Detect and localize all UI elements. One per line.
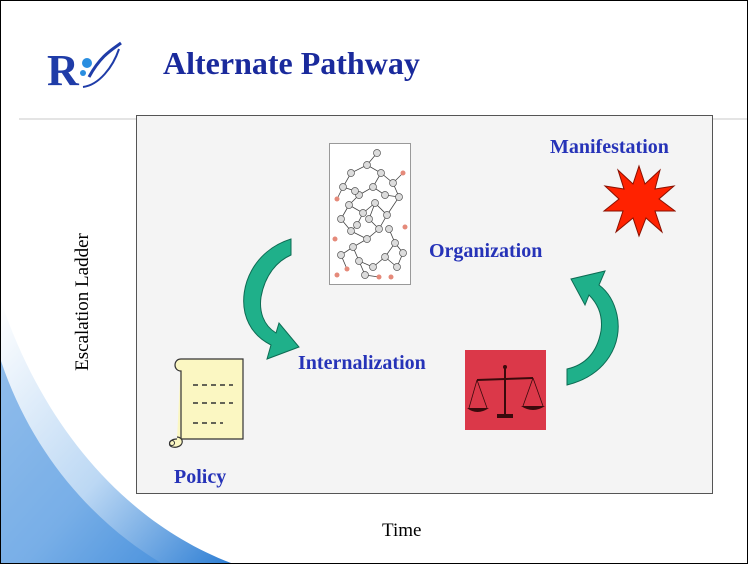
stage-label-organization: Organization — [429, 240, 543, 262]
rid-logo: R — [47, 41, 122, 95]
stage-label-policy: Policy — [174, 466, 227, 488]
explosion-star-icon — [602, 164, 676, 238]
slide-title: Alternate Pathway — [163, 45, 420, 81]
scales-of-justice-icon — [465, 350, 546, 430]
network-graph-icon — [329, 143, 411, 285]
scroll-icon — [168, 358, 244, 448]
svg-text:R: R — [47, 46, 80, 95]
y-axis-label: Escalation Ladder — [72, 233, 93, 371]
stage-label-internalization: Internalization — [298, 352, 426, 374]
x-axis-label: Time — [382, 520, 422, 541]
curved-arrow-icon — [243, 238, 300, 360]
stage-label-manifestation: Manifestation — [550, 136, 669, 158]
curved-arrow-icon — [566, 270, 619, 386]
